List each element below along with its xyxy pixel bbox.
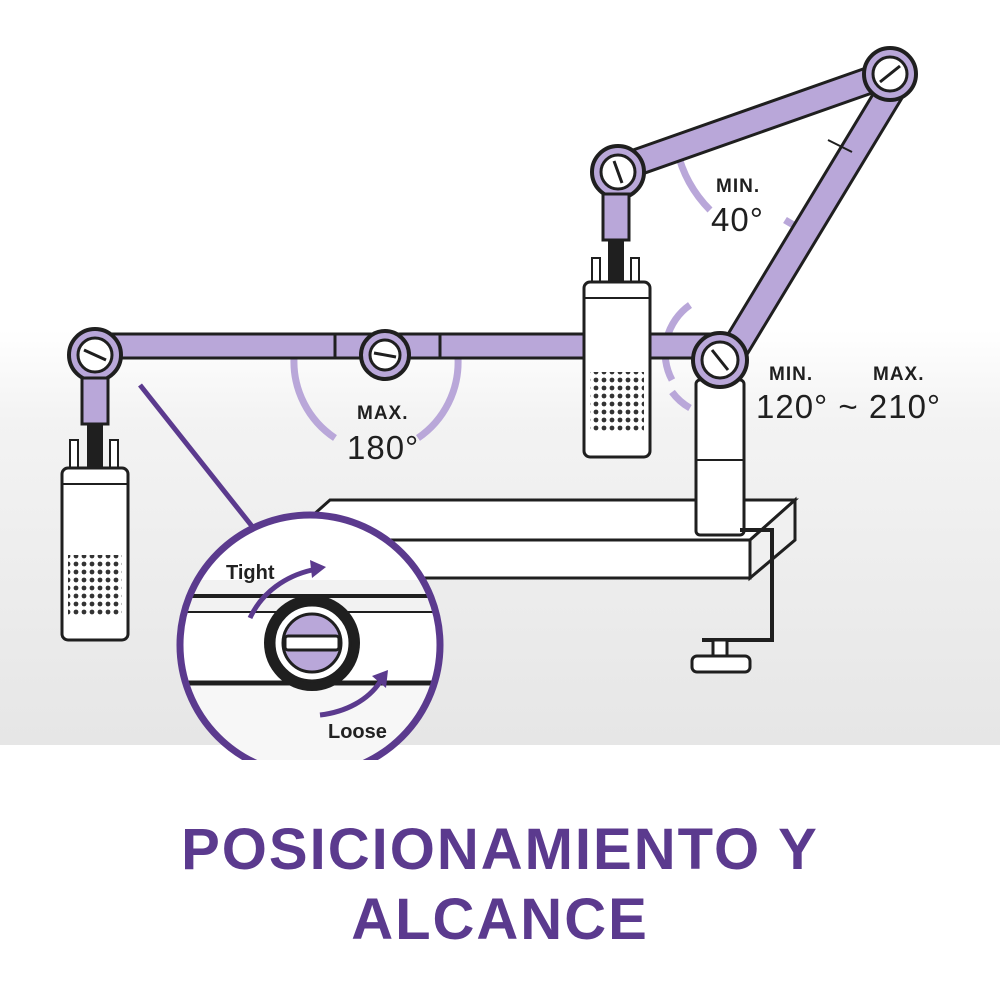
tension-knob[interactable] <box>264 595 360 691</box>
title-line-2: ALCANCE <box>351 887 649 952</box>
knob-tight-label: Tight <box>226 562 275 584</box>
mid-max-value: 180° <box>347 429 420 466</box>
loose-arrow <box>319 670 388 718</box>
microphone-hanging <box>60 376 130 642</box>
boom-arm <box>93 60 905 368</box>
title-line-1: POSICIONAMIENTO Y <box>181 817 819 882</box>
joint-knob-upper-left[interactable] <box>590 144 646 200</box>
mid-max-label: MAX. <box>357 403 409 424</box>
right-max-label: MAX. <box>873 364 925 385</box>
right-min-label: MIN. <box>769 364 814 385</box>
top-min-label: MIN. <box>716 176 761 197</box>
zoom-callout-line <box>138 383 257 532</box>
boom-arm-diagram <box>60 46 918 760</box>
page-title: POSICIONAMIENTO Y ALCANCE <box>0 815 1000 955</box>
knob-loose-label: Loose <box>328 721 387 743</box>
joint-knob-left[interactable] <box>67 327 123 383</box>
knob-zoom-detail <box>176 511 444 760</box>
right-range-value: 120° ~ 210° <box>756 388 942 425</box>
joint-knob-top[interactable] <box>862 46 918 102</box>
background-gradient <box>0 0 1000 745</box>
top-min-value: 40° <box>711 201 764 238</box>
microphone-raised <box>582 192 652 459</box>
joint-knob-middle[interactable] <box>359 329 411 381</box>
tight-arrow <box>247 560 326 620</box>
joint-knob-right[interactable] <box>691 331 749 389</box>
